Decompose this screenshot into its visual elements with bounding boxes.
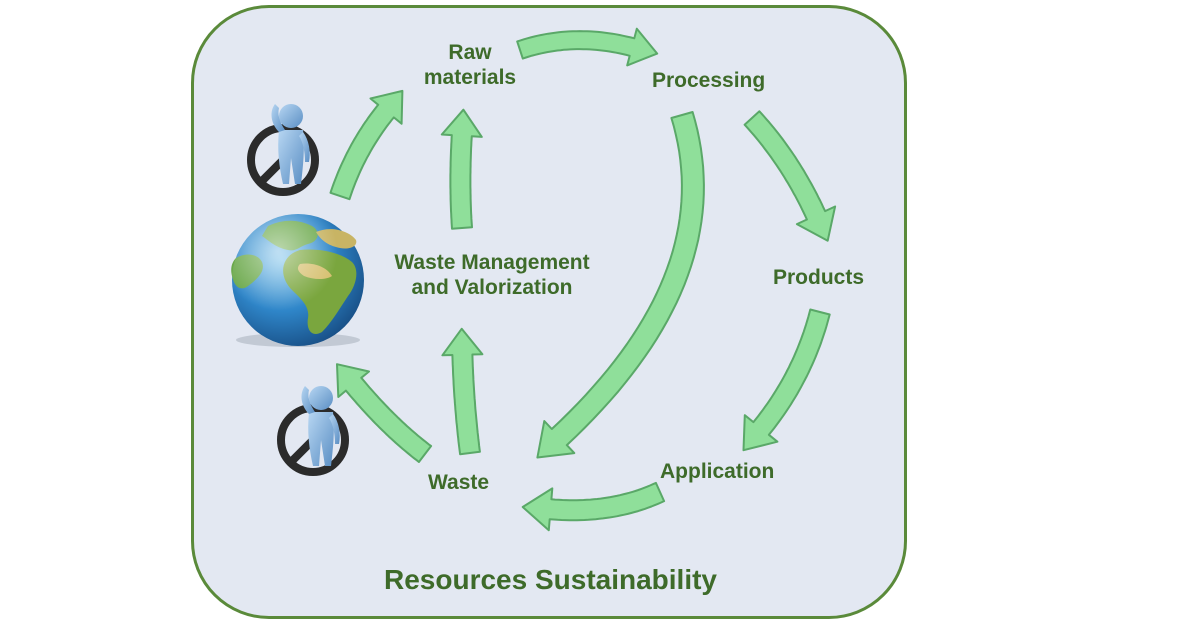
arrow-products-to-application xyxy=(742,308,831,452)
node-waste: Waste xyxy=(428,471,490,494)
arrow-person-to-raw xyxy=(329,89,404,201)
globe-icon xyxy=(231,214,364,347)
arrow-application-to-waste xyxy=(521,481,666,532)
flow-arrows xyxy=(329,27,837,532)
node-processing: Processing xyxy=(652,69,766,92)
prohibited-person-icon xyxy=(247,104,319,196)
arrow-processing-to-waste xyxy=(536,111,705,459)
node-waste-management: Waste Management and Valorization xyxy=(394,251,590,300)
arrow-management-to-raw xyxy=(440,108,483,230)
node-raw-materials: Raw materials xyxy=(423,41,517,90)
prohibited-person-icon xyxy=(277,386,349,476)
arrow-waste-to-person xyxy=(336,363,433,463)
node-application: Application xyxy=(660,460,775,483)
arrow-processing-to-products xyxy=(743,110,837,242)
node-products: Products xyxy=(773,266,865,289)
arrow-waste-to-management xyxy=(441,327,484,456)
arrow-raw-to-processing xyxy=(516,27,659,67)
diagram-footer-title: Resources Sustainability xyxy=(384,564,718,595)
